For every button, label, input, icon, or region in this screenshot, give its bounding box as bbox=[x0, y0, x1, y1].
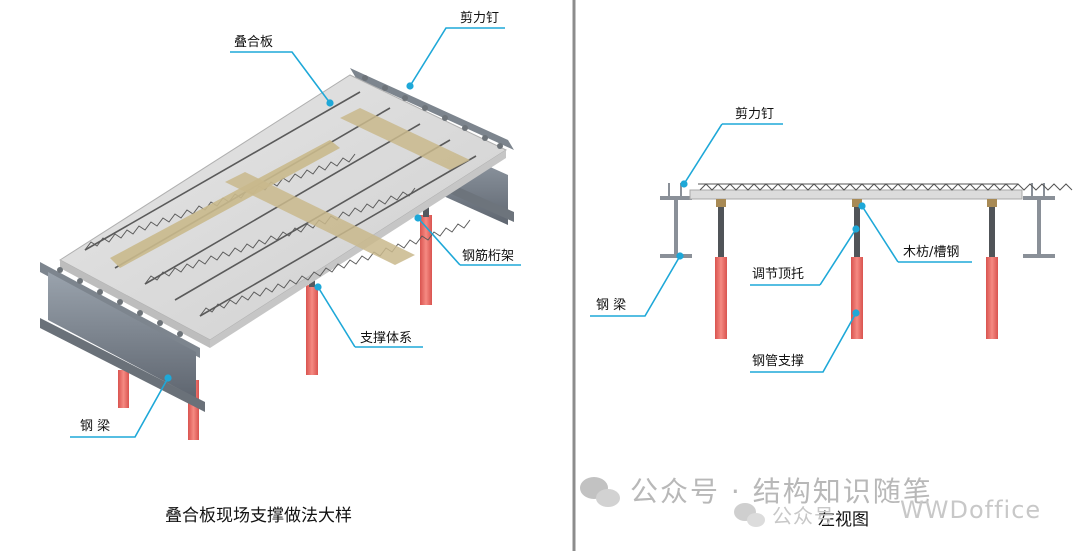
left-caption: 叠合板现场支撑做法大样 bbox=[165, 506, 352, 526]
side-steel-beam-left bbox=[660, 183, 692, 258]
label-steel-pipe: 钢管支撑 bbox=[752, 354, 805, 369]
label-adjustable-jack: 调节顶托 bbox=[752, 267, 805, 282]
iso-view bbox=[40, 68, 514, 440]
label-steel-beam: 钢 梁 bbox=[80, 419, 111, 434]
right-leaders bbox=[590, 123, 972, 373]
label-steel-beam-side: 钢 梁 bbox=[596, 298, 627, 313]
shear-studs bbox=[57, 75, 503, 337]
right-caption: 左视图 bbox=[818, 510, 869, 530]
side-steel-beam-right bbox=[1023, 183, 1055, 258]
label-shear-stud: 剪力钉 bbox=[460, 11, 500, 26]
wechat-icon-small bbox=[734, 503, 765, 527]
watermark-brand: WWDoffice bbox=[900, 496, 1042, 524]
side-slab bbox=[689, 189, 1023, 200]
label-rebar-truss: 钢筋桁架 bbox=[462, 249, 515, 264]
wechat-icon bbox=[580, 477, 620, 507]
label-support-system: 支撑体系 bbox=[360, 331, 413, 346]
watermark-account-small: 公众号 bbox=[772, 504, 835, 528]
side-view bbox=[660, 183, 1073, 339]
steel-beam-front bbox=[40, 262, 205, 412]
label-composite-slab: 叠合板 bbox=[234, 35, 274, 50]
composite-slab bbox=[59, 74, 508, 348]
watermark-account: 公众号 · 结构知识随笔 bbox=[630, 475, 933, 508]
label-timber-channel: 木枋/槽钢 bbox=[903, 245, 960, 260]
left-leaders bbox=[70, 27, 521, 438]
timber-beams bbox=[110, 108, 470, 268]
side-truss bbox=[699, 183, 1073, 191]
label-shear-stud-side: 剪力钉 bbox=[735, 107, 775, 122]
